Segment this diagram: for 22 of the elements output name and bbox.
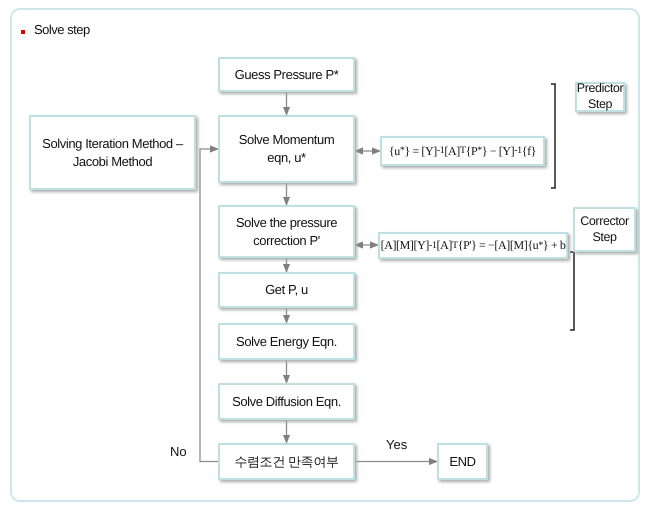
method-box: Solving Iteration Method – Jacobi Method xyxy=(29,115,196,190)
decision-box: 수렴조건 만족여부 xyxy=(218,443,355,480)
end-box: END xyxy=(437,443,488,480)
arrow xyxy=(282,183,290,206)
arrow xyxy=(282,420,290,444)
arrow xyxy=(354,147,381,155)
title: Solve step xyxy=(34,22,90,37)
step-label-box: Corrector Step xyxy=(573,207,636,252)
process-box: Solve Diffusion Eqn. xyxy=(218,383,355,420)
arrow xyxy=(282,92,290,116)
process-box: Solve Momentum eqn, u* xyxy=(218,115,355,183)
step-label-box: Predictor Step xyxy=(575,82,625,112)
process-box: Guess Pressure P* xyxy=(218,57,355,92)
process-box: Solve the pressure correction P' xyxy=(218,205,355,258)
arrow xyxy=(199,145,219,462)
process-box: Solve Energy Eqn. xyxy=(218,323,355,360)
arrow xyxy=(282,308,290,324)
arrow xyxy=(354,241,379,249)
arrow xyxy=(282,258,290,273)
arrow xyxy=(355,458,438,466)
process-box: Get P, u xyxy=(218,272,355,308)
arrow xyxy=(282,360,290,384)
